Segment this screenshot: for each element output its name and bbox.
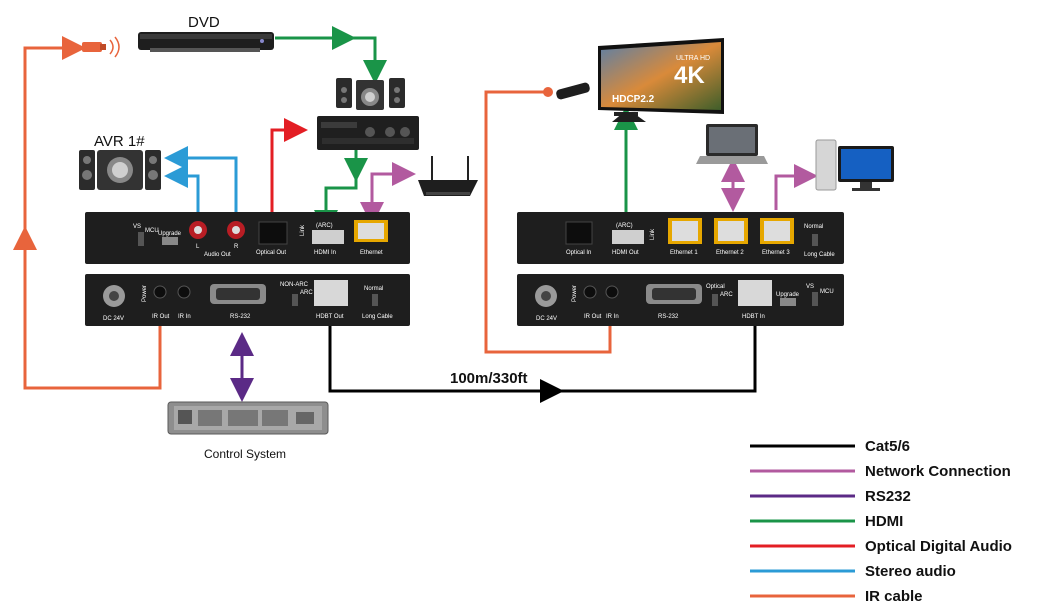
rx-optical-in-port xyxy=(565,221,593,245)
rx-cable-switch[interactable] xyxy=(812,234,818,246)
tx-ir-out-jack xyxy=(153,285,167,299)
rx-upgrade-label: Upgrade xyxy=(776,292,800,298)
dvd-player xyxy=(138,32,274,52)
rx-bottom-panel xyxy=(517,274,844,326)
tx-l-label: L xyxy=(196,244,200,250)
cable-distance-label: 100m/330ft xyxy=(450,370,528,387)
tx-ir-in-label: IR In xyxy=(178,314,191,320)
legend-label: RS232 xyxy=(865,488,911,505)
tx-hdbt-out-label: HDBT Out xyxy=(316,314,344,320)
av-receiver xyxy=(317,78,419,150)
rx-arc-sw-label: ARC xyxy=(720,292,733,298)
rx-optical-label: Optical xyxy=(706,284,725,290)
tx-mcu-label: MCU xyxy=(145,228,159,234)
rx-top-panel xyxy=(517,212,844,264)
tx-non-arc-label: NON-ARC xyxy=(280,282,309,288)
rx-arc-label: (ARC) xyxy=(616,223,633,229)
rx-ir-out-label: IR Out xyxy=(584,314,602,320)
avr-speakers xyxy=(79,150,161,190)
rx-upgrade-port xyxy=(780,298,796,306)
tx-arc-sw-label: ARC xyxy=(300,290,313,296)
ir-cable-left xyxy=(23,36,162,390)
tx-dc-label: DC 24V xyxy=(103,316,124,322)
ir-emitter xyxy=(82,36,120,58)
tv-4k xyxy=(598,38,724,122)
rx-dc-label: DC 24V xyxy=(536,316,557,322)
tx-upgrade-port xyxy=(162,237,178,245)
rx-ir-in-label: IR In xyxy=(606,314,619,320)
rx-hdmi-out-port xyxy=(612,230,644,244)
tx-ethernet-label: Ethernet xyxy=(360,250,383,256)
legend-label: Network Connection xyxy=(865,463,1011,480)
rx-eth3-label: Ethernet 3 xyxy=(762,250,790,256)
network-router-to-tx xyxy=(360,162,416,226)
network-pc-to-rx xyxy=(774,164,818,210)
rx-hdbt-in-label: HDBT In xyxy=(742,314,765,320)
rx-arc-switch[interactable] xyxy=(712,294,718,306)
rx-mcu-label: MCU xyxy=(820,289,834,295)
tx-arc-switch[interactable] xyxy=(292,294,298,306)
rx-normal-label: Normal xyxy=(804,224,823,230)
ir-remote xyxy=(543,82,590,100)
wifi-router xyxy=(418,156,478,196)
tv-hdcp-label: HDCP2.2 xyxy=(612,94,655,105)
legend-label: Stereo audio xyxy=(865,563,956,580)
cat6-cable xyxy=(328,318,757,393)
tx-top-panel xyxy=(85,212,410,264)
rx-optical-in-label: Optical In xyxy=(566,250,591,256)
tx-vs-mcu-switch[interactable] xyxy=(138,232,144,246)
tx-upgrade-label: Upgrade xyxy=(158,231,182,237)
tx-bottom-panel xyxy=(85,274,410,326)
tx-optical-out-label: Optical Out xyxy=(256,250,286,256)
hdmi-dvd-to-receiver xyxy=(275,36,387,84)
rx-eth1-label: Ethernet 1 xyxy=(670,250,698,256)
tx-hdmi-in-port xyxy=(312,230,344,244)
tx-link-label: Link xyxy=(300,224,306,236)
laptop xyxy=(696,124,768,164)
tx-vs-label: VS xyxy=(133,224,141,230)
rx-rs232-label: RS-232 xyxy=(658,314,679,320)
tx-power-label: Power xyxy=(142,285,148,302)
legend-label: Optical Digital Audio xyxy=(865,538,1012,555)
rx-vs-mcu-switch[interactable] xyxy=(812,292,818,306)
rx-link-label: Link xyxy=(650,228,656,240)
tx-r-label: R xyxy=(234,244,239,250)
dvd-label: DVD xyxy=(188,14,220,31)
tv-uhd-label: ULTRA HD xyxy=(676,55,710,62)
legend-label: HDMI xyxy=(865,513,903,530)
rx-hdmi-out-label: HDMI Out xyxy=(612,250,639,256)
avr-label: AVR 1# xyxy=(94,133,145,150)
stereo-audio-r xyxy=(164,146,238,224)
tx-ir-in-jack xyxy=(177,285,191,299)
control-system-device xyxy=(167,401,329,435)
tx-hdmi-in-label: HDMI In xyxy=(314,250,336,256)
rx-ir-in-jack xyxy=(605,285,619,299)
rx-vs-label: VS xyxy=(806,284,814,290)
control-system-label: Control System xyxy=(204,447,286,461)
legend-label: Cat5/6 xyxy=(865,438,910,455)
ir-cable-right xyxy=(484,90,612,354)
tx-ir-out-label: IR Out xyxy=(152,314,170,320)
rx-power-label: Power xyxy=(572,285,578,302)
stereo-audio-l xyxy=(164,164,200,224)
rx-eth2-label: Ethernet 2 xyxy=(716,250,744,256)
rx-long-cable-label: Long Cable xyxy=(804,252,835,258)
tx-hdbt-out-port xyxy=(314,280,348,306)
tx-audio-out-label: Audio Out xyxy=(204,252,231,258)
tx-rs232-label: RS-232 xyxy=(230,314,251,320)
legend-label: IR cable xyxy=(865,588,923,605)
rx-ir-out-jack xyxy=(583,285,597,299)
desktop-pc xyxy=(815,139,894,191)
tx-arc-label: (ARC) xyxy=(316,223,333,229)
tv-4k-label: 4K xyxy=(674,62,705,89)
tx-optical-out-port xyxy=(258,221,288,245)
tx-normal-label: Normal xyxy=(364,286,383,292)
tx-cable-switch[interactable] xyxy=(372,294,378,306)
rx-hdbt-in-port xyxy=(738,280,772,306)
optical-audio-cable xyxy=(270,118,308,224)
tx-long-cable-label: Long Cable xyxy=(362,314,393,320)
